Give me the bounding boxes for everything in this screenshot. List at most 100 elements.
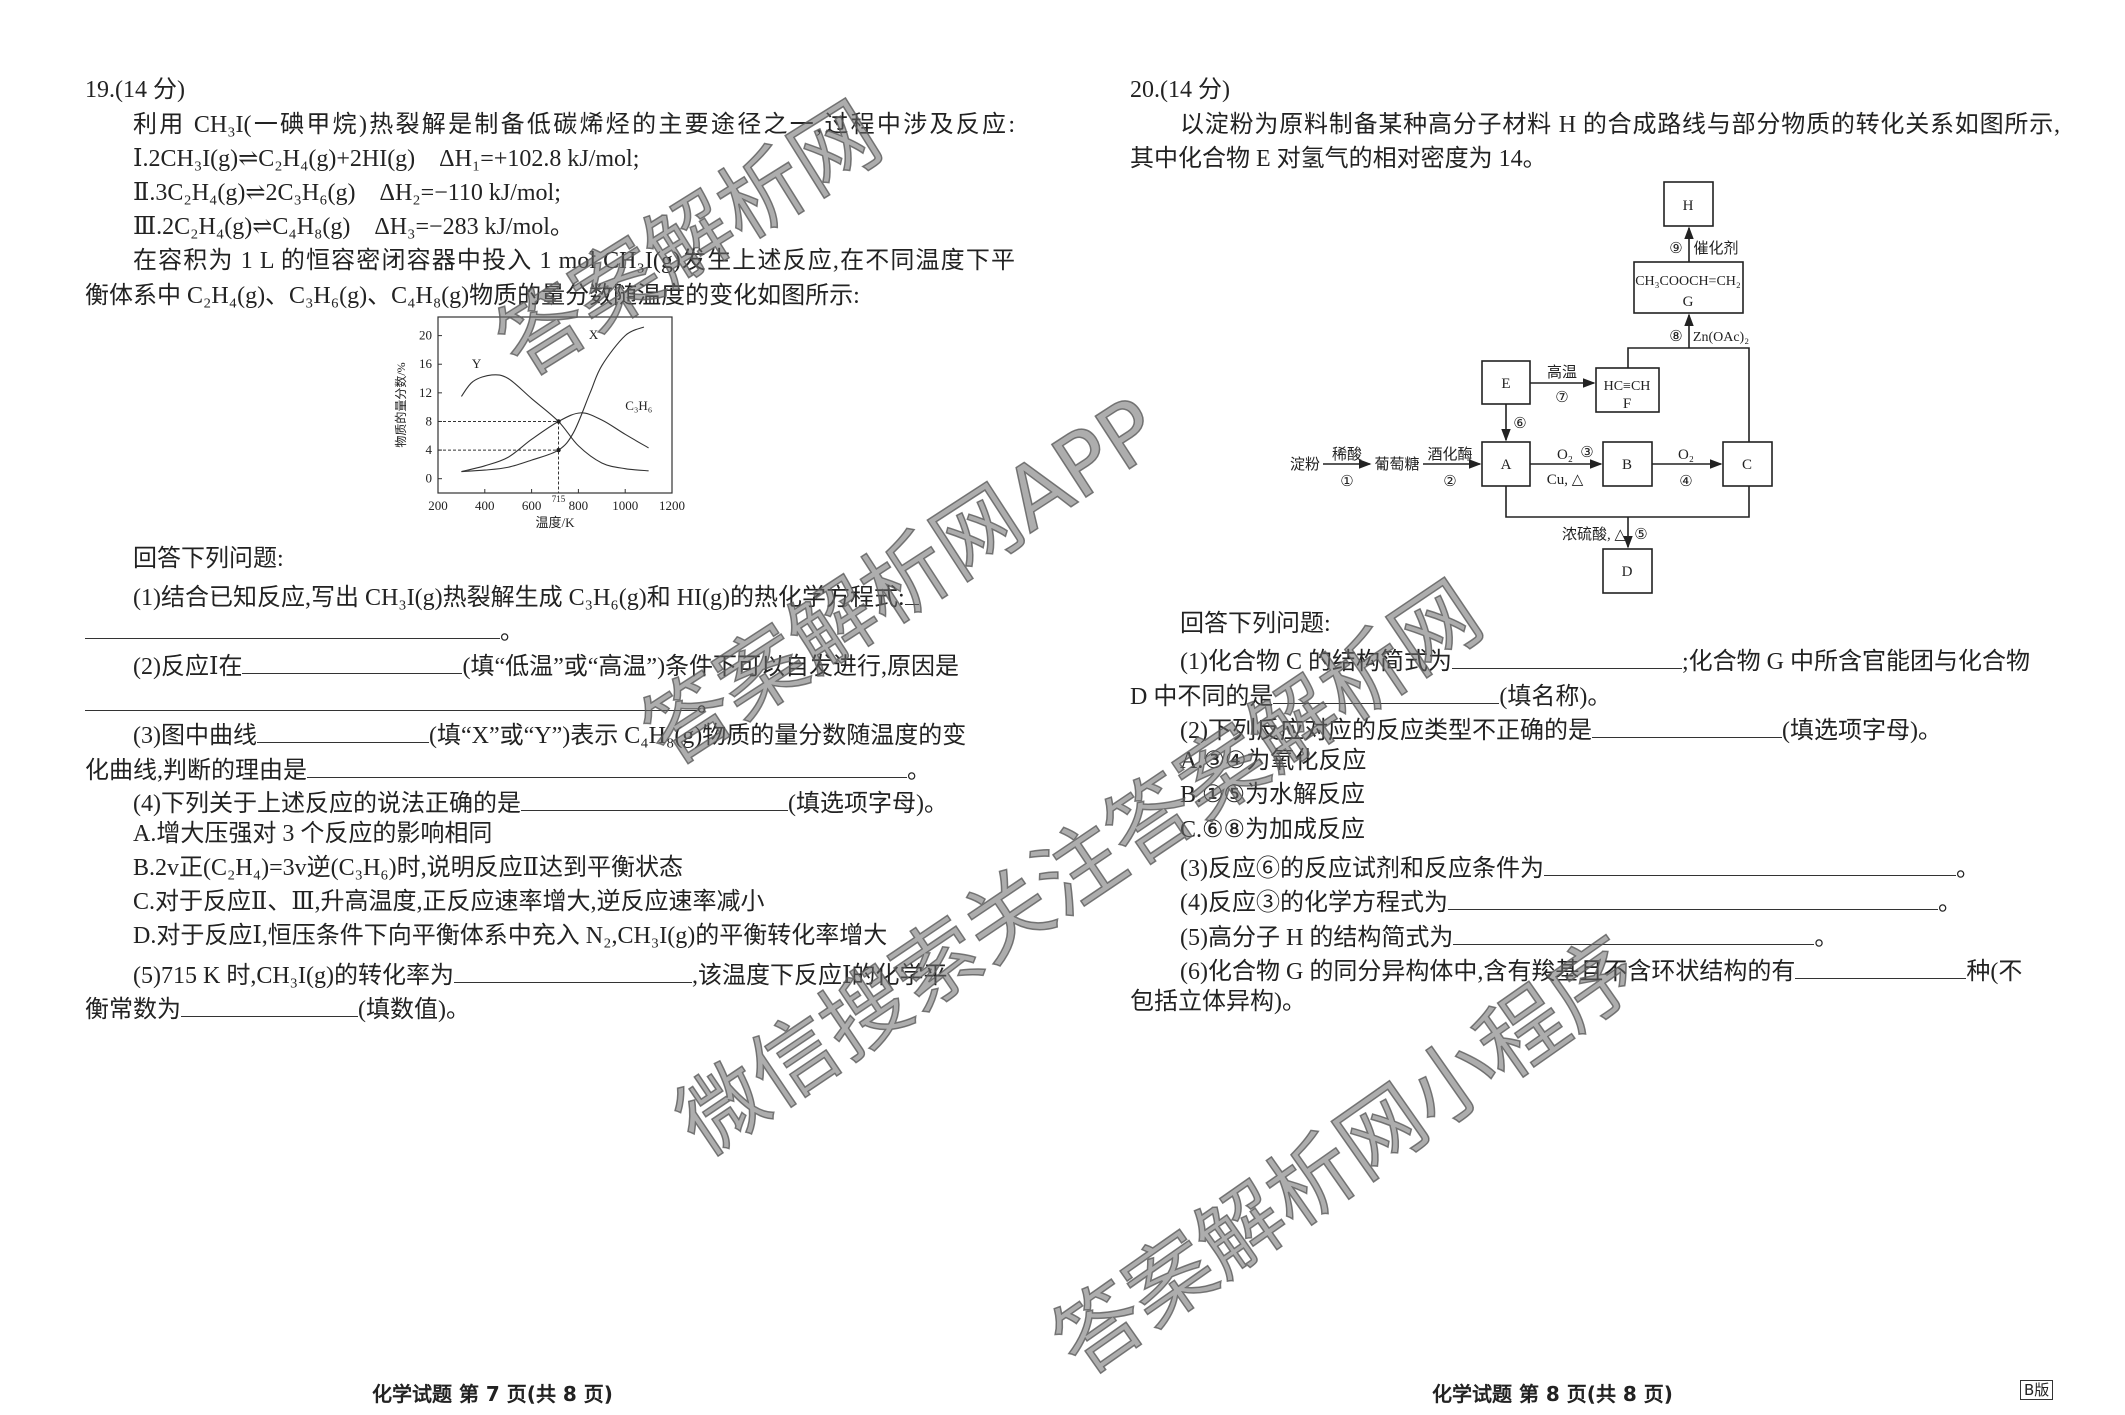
- q20-sub-1-cont: D 中不同的是(填名称)。: [1130, 677, 2060, 710]
- answer-blank[interactable]: [1447, 883, 1938, 910]
- q20-sub-2-text: (2)下列反应对应的反应类型不正确的是: [1180, 718, 1592, 744]
- step-6: ⑥: [1513, 416, 1526, 432]
- q20-sub-4: (4)反应③的化学方程式为。: [1180, 883, 2060, 916]
- q19-option-a: A.增大压强对 3 个反应的影响相同: [133, 821, 493, 847]
- plot-frame: [437, 316, 673, 494]
- q20-sub-3: (3)反应⑥的反应试剂和反应条件为。: [1180, 849, 2060, 882]
- step-5: ⑤: [1634, 527, 1647, 543]
- answer-blank[interactable]: [1591, 711, 1782, 738]
- condition-4: O₂: [1678, 447, 1694, 463]
- step-8: ⑧: [1669, 329, 1682, 345]
- q19-sub-3-text-b: (填“X”或“Y”)表示 C₄H₈(g)物质的量分数随温度的变: [428, 723, 967, 749]
- label-E: E: [1501, 376, 1510, 392]
- condition-9: 催化剂: [1693, 240, 1738, 257]
- y-tick-label: 0: [426, 471, 433, 486]
- series-label: C₃H₆: [625, 398, 652, 413]
- label-starch: 淀粉: [1290, 456, 1320, 473]
- connector-F-C: [1627, 347, 1750, 442]
- y-tick-label: 8: [426, 413, 433, 428]
- condition-5: 浓硫酸, △: [1562, 526, 1627, 543]
- answer-blank[interactable]: [1452, 642, 1682, 669]
- series-label: X: [589, 327, 599, 342]
- answer-blank[interactable]: [85, 684, 697, 711]
- answer-blank[interactable]: [1453, 918, 1815, 945]
- marker-x-label: 715: [552, 494, 566, 504]
- reaction-2: Ⅱ.3C₂H₄(g)⇌2C₃H₆(g) ΔH₂=−110 kJ/mol;: [133, 180, 561, 206]
- period: 。: [500, 619, 524, 645]
- q20-sub-6-text-b: 种(不: [1966, 959, 2023, 985]
- q20-answer-intro: 回答下列问题:: [1180, 611, 1331, 637]
- q20-sub-2-text-b: (填选项字母)。: [1781, 718, 1942, 744]
- q19-header: 19.(14 分): [85, 77, 185, 103]
- marker-point: [556, 419, 561, 424]
- y-tick-label: 16: [419, 356, 433, 371]
- answer-blank[interactable]: [242, 647, 463, 674]
- q19-sub-4-text: (4)下列关于上述反应的说法正确的是: [133, 791, 521, 817]
- q19-sub-2-text: (2)反应Ⅰ在: [133, 654, 243, 680]
- answer-blank[interactable]: [520, 784, 788, 811]
- q19-option-b: B.2v正(C₂H₄)=3v逆(C₃H₆)时,说明反应Ⅱ达到平衡状态: [133, 855, 683, 881]
- condition-8: Zn(OAc)₂: [1693, 330, 1749, 345]
- x-tick-label: 1000: [612, 498, 638, 513]
- version-badge: B版: [2020, 1380, 2054, 1400]
- x-tick-label: 200: [428, 498, 448, 513]
- label-B: B: [1622, 457, 1632, 473]
- answer-blank[interactable]: [307, 751, 907, 778]
- label-G-formula: CH₃COOCH=CH₂: [1635, 274, 1741, 289]
- period: 。: [1937, 890, 1962, 916]
- label-C: C: [1742, 457, 1752, 473]
- q19-sub-5-text: (5)715 K 时,CH₃I(g)的转化率为: [133, 963, 454, 989]
- box-H: [1663, 181, 1714, 227]
- q19-option-d: D.对于反应Ⅰ,恒压条件下向平衡体系中充入 N₂,CH₃I(g)的平衡转化率增大: [133, 923, 888, 949]
- reaction-1: Ⅰ.2CH₃I(g)⇌C₂H₄(g)+2HI(g) ΔH₁=+102.8 kJ/…: [133, 146, 640, 172]
- x-tick-label: 800: [569, 498, 589, 513]
- q19-sub-3-text: (3)图中曲线: [133, 723, 257, 749]
- answer-blank[interactable]: [1795, 952, 1967, 979]
- y-tick-label: 20: [419, 328, 432, 343]
- q19-sub-2: (2)反应Ⅰ在 (填“低温”或“高温”)条件下可以自发进行,原因是: [133, 647, 1015, 680]
- q19-sub-1: (1)结合已知反应,写出 CH₃I(g)热裂解生成 C₃H₆(g)和 HI(g)…: [133, 578, 1015, 611]
- q20-sub-2: (2)下列反应对应的反应类型不正确的是 (填选项字母)。: [1180, 711, 2060, 744]
- answer-blank[interactable]: [181, 990, 358, 1017]
- label-H: H: [1683, 198, 1694, 214]
- answer-blank[interactable]: [454, 956, 692, 983]
- reaction-3: Ⅲ.2C₂H₄(g)⇌C₄H₈(g) ΔH₃=−283 kJ/mol。: [133, 214, 574, 240]
- y-tick-label: 4: [426, 442, 433, 457]
- series-label: Y: [472, 356, 482, 371]
- q19-sub-2-text-b: (填“低温”或“高温”)条件下可以自发进行,原因是: [462, 654, 960, 680]
- answer-blank[interactable]: [85, 612, 500, 639]
- condition-3a: O₂: [1557, 447, 1573, 463]
- answer-blank[interactable]: [1543, 849, 1956, 876]
- period: 。: [1955, 856, 1980, 882]
- q19-sub-4-text-b: (填选项字母)。: [787, 791, 948, 817]
- answer-blank[interactable]: [1273, 677, 1500, 704]
- step-2: ②: [1443, 474, 1456, 490]
- q20-sub-5: (5)高分子 H 的结构简式为。: [1180, 918, 2060, 951]
- connector-A-C: [1505, 486, 1750, 518]
- step-1: ①: [1340, 474, 1353, 490]
- q20-paragraph-2: 其中化合物 E 对氢气的相对密度为 14。: [1130, 146, 1547, 172]
- answer-blank[interactable]: [256, 716, 429, 743]
- x-tick-label: 400: [475, 498, 495, 513]
- q20-header: 20.(14 分): [1130, 77, 1230, 103]
- condition-1: 稀酸: [1332, 446, 1362, 463]
- condition-2: 酒化酶: [1427, 446, 1472, 463]
- q19-sub-5-cont: 衡常数为(填数值)。: [85, 990, 1015, 1023]
- q19-sub-1-text: (1)结合已知反应,写出 CH₃I(g)热裂解生成 C₃H₆(g)和 HI(g)…: [133, 585, 905, 611]
- label-G: G: [1683, 294, 1694, 310]
- q19-sub-5-text-c: 衡常数为: [85, 997, 181, 1023]
- step-9: ⑨: [1669, 241, 1682, 257]
- q19-sub-5: (5)715 K 时,CH₃I(g)的转化率为,该温度下反应Ⅰ的化学平: [133, 956, 1015, 989]
- answer-blank[interactable]: [904, 578, 919, 605]
- q19-sub-2-cont: 。: [85, 684, 1015, 717]
- q20-sub-6-text: (6)化合物 G 的同分异构体中,含有羧基且不含环状结构的有: [1180, 959, 1796, 985]
- condition-7: 高温: [1547, 364, 1577, 381]
- q19-option-c: C.对于反应Ⅱ、Ⅲ,升高温度,正反应速率增大,逆反应速率减小: [133, 889, 765, 915]
- series-line-Y: [460, 374, 649, 472]
- step-3: ③: [1580, 445, 1593, 461]
- x-tick-label: 1200: [659, 498, 685, 513]
- q20-sub-1: (1)化合物 C 的结构简式为;化合物 G 中所含官能团与化合物: [1180, 642, 2060, 675]
- q19-sub-3-cont: 化曲线,判断的理由是。: [85, 751, 1015, 784]
- label-A: A: [1501, 457, 1512, 473]
- q20-sub-1-text: (1)化合物 C 的结构简式为: [1180, 649, 1452, 675]
